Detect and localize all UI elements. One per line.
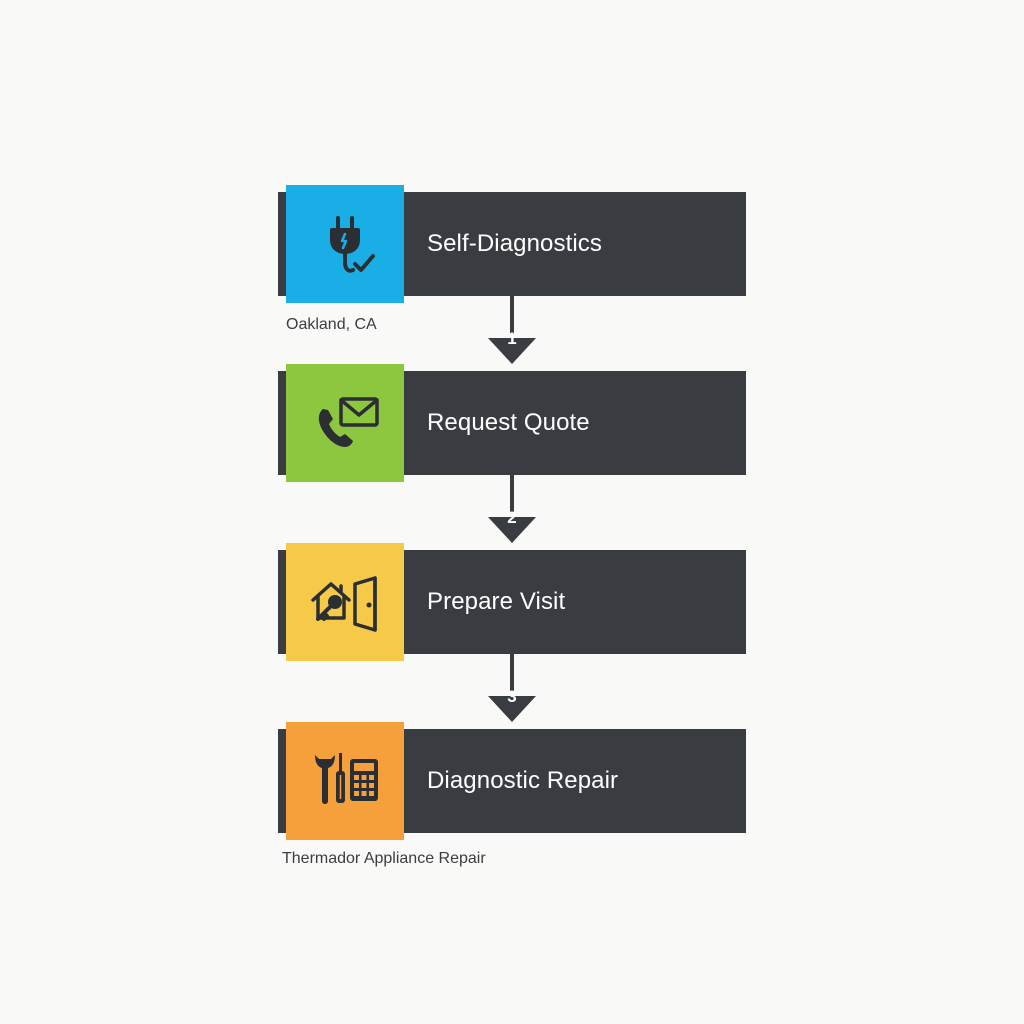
step-label: Request Quote <box>427 409 590 436</box>
connector-number: 1 <box>507 329 517 348</box>
step-tile <box>286 364 404 482</box>
step-request-quote: Request Quote <box>278 364 746 482</box>
connector-arrow-2: 2 <box>488 473 536 549</box>
step-prepare-visit: Prepare Visit <box>278 543 746 661</box>
house-key-door-icon <box>311 576 377 632</box>
arrow-down-icon <box>488 652 536 722</box>
step-tile <box>286 722 404 840</box>
location-caption: Oakland, CA <box>286 316 377 333</box>
connector-arrow-1: 1 <box>488 294 536 370</box>
arrow-down-icon <box>488 473 536 543</box>
arrow-down-icon <box>488 294 536 364</box>
step-tile <box>286 185 404 303</box>
connector-number: 3 <box>507 687 517 706</box>
step-diagnostic-repair: Diagnostic Repair <box>278 722 746 840</box>
plug-check-icon <box>330 216 375 273</box>
step-tile <box>286 543 404 661</box>
connector-number: 2 <box>507 508 517 527</box>
tools-calculator-icon <box>315 753 378 804</box>
connector-arrow-3: 3 <box>488 652 536 728</box>
step-label: Prepare Visit <box>427 588 566 615</box>
business-caption: Thermador Appliance Repair <box>282 850 486 867</box>
step-label: Self-Diagnostics <box>427 230 603 257</box>
step-self-diagnostics: Self-Diagnostics <box>278 185 746 303</box>
step-label: Diagnostic Repair <box>427 767 619 794</box>
phone-mail-icon <box>318 397 379 447</box>
